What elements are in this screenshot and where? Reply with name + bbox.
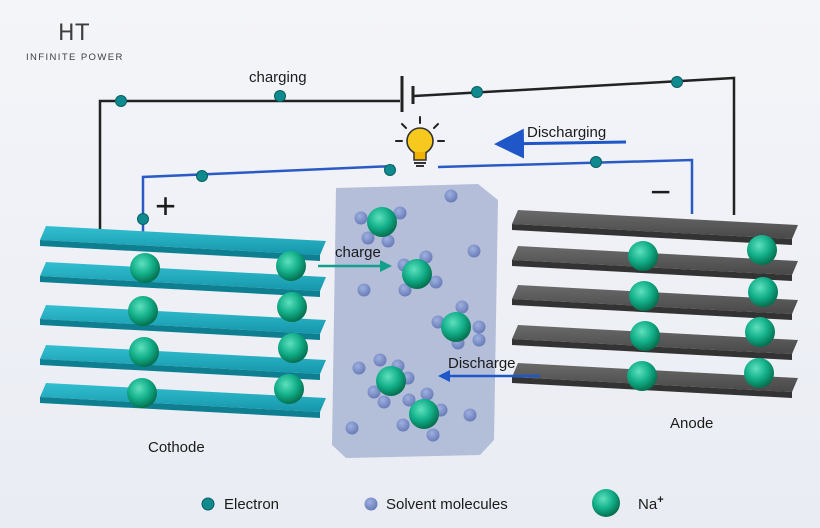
charge-label: charge: [335, 244, 381, 261]
solvent-molecule: [367, 385, 381, 399]
solvent-molecule: [467, 244, 481, 258]
solvent-molecule: [354, 211, 368, 225]
solvent-molecule: [361, 231, 375, 245]
discharge-label: Discharge: [448, 355, 516, 372]
sodium-ion: [745, 317, 775, 347]
sodium-ion: [748, 277, 778, 307]
electron-dot: [671, 76, 683, 88]
sodium-ion: [130, 253, 160, 283]
cathode-plate: [40, 345, 326, 380]
discharge-arrow: [438, 370, 540, 382]
solvent-molecule: [398, 283, 412, 297]
cathode-plate: [40, 383, 326, 418]
electron-dot: [384, 164, 396, 176]
cathode-label: Cothode: [148, 439, 205, 456]
solvent-molecule: [472, 320, 486, 334]
sodium-ion: [627, 361, 657, 391]
cathode-plate: [40, 226, 326, 261]
solvent-molecule: [426, 428, 440, 442]
logo-tagline: INFINITE POWER: [26, 52, 124, 63]
electron-dot: [196, 170, 208, 182]
sodium-ion: [128, 296, 158, 326]
anode-stack: [512, 210, 798, 398]
solvent-molecule: [444, 189, 458, 203]
solvent-molecule: [472, 333, 486, 347]
solvent-molecule: [420, 387, 434, 401]
logo-mark: HT: [58, 21, 90, 46]
sodium-ion: [277, 292, 307, 322]
sodium-ion: [402, 259, 432, 289]
legend-electron-swatch: [201, 497, 215, 511]
sodium-ion: [629, 281, 659, 311]
sodium-ion: [747, 235, 777, 265]
lightbulb-icon: [395, 116, 445, 167]
sodium-ion: [278, 333, 308, 363]
sodium-ion: [409, 399, 439, 429]
cathode-stack: [40, 226, 326, 418]
charging-label: charging: [249, 69, 307, 86]
legend-electron-label: Electron: [224, 496, 279, 513]
legend: Electron Solvent molecules Na+: [201, 489, 664, 517]
circuit-electrons: [115, 76, 683, 225]
solvent-molecule: [373, 353, 387, 367]
solvent-molecule: [429, 275, 443, 289]
legend-solvent-swatch: [364, 497, 378, 511]
sodium-ion: [274, 374, 304, 404]
brand-logo: HT INFINITE POWER: [26, 21, 124, 63]
solvent-molecule: [393, 206, 407, 220]
cathode-plate: [40, 262, 326, 297]
legend-sodium-label: Na+: [638, 494, 664, 513]
legend-solvent-label: Solvent molecules: [386, 496, 508, 513]
sodium-ion: [129, 337, 159, 367]
solvent-molecule: [455, 300, 469, 314]
sodium-ion: [376, 366, 406, 396]
sodium-ion: [276, 251, 306, 281]
solvent-molecule: [396, 418, 410, 432]
sodium-ion: [127, 378, 157, 408]
solvent-molecule: [377, 395, 391, 409]
electron-dot: [471, 86, 483, 98]
sodium-ion: [628, 241, 658, 271]
electron-dot: [137, 213, 149, 225]
cathode-plate: [40, 305, 326, 340]
solvent-molecule: [381, 234, 395, 248]
solvent-molecule: [352, 361, 366, 375]
anode-label: Anode: [670, 415, 713, 432]
solvent-molecule: [463, 408, 477, 422]
solvent-molecule: [345, 421, 359, 435]
anode-plate: [512, 210, 798, 245]
sodium-ion: [630, 321, 660, 351]
sodium-ion: [367, 207, 397, 237]
electron-dot: [115, 95, 127, 107]
battery-icon: [400, 76, 415, 112]
sodium-ion: [441, 312, 471, 342]
solvent-molecule: [357, 283, 371, 297]
electrolyte-particles: [345, 189, 486, 442]
sodium-ion: [744, 358, 774, 388]
negative-terminal-sign: −: [650, 171, 671, 212]
discharging-arrow: [494, 128, 627, 159]
legend-sodium-swatch: [592, 489, 620, 517]
electron-dot: [274, 90, 286, 102]
charge-arrow: [318, 260, 392, 272]
discharging-label: Discharging: [527, 124, 606, 141]
outer-circuit: [98, 76, 736, 234]
solvent-molecule: [402, 393, 416, 407]
positive-terminal-sign: +: [155, 185, 176, 226]
electron-dot: [590, 156, 602, 168]
